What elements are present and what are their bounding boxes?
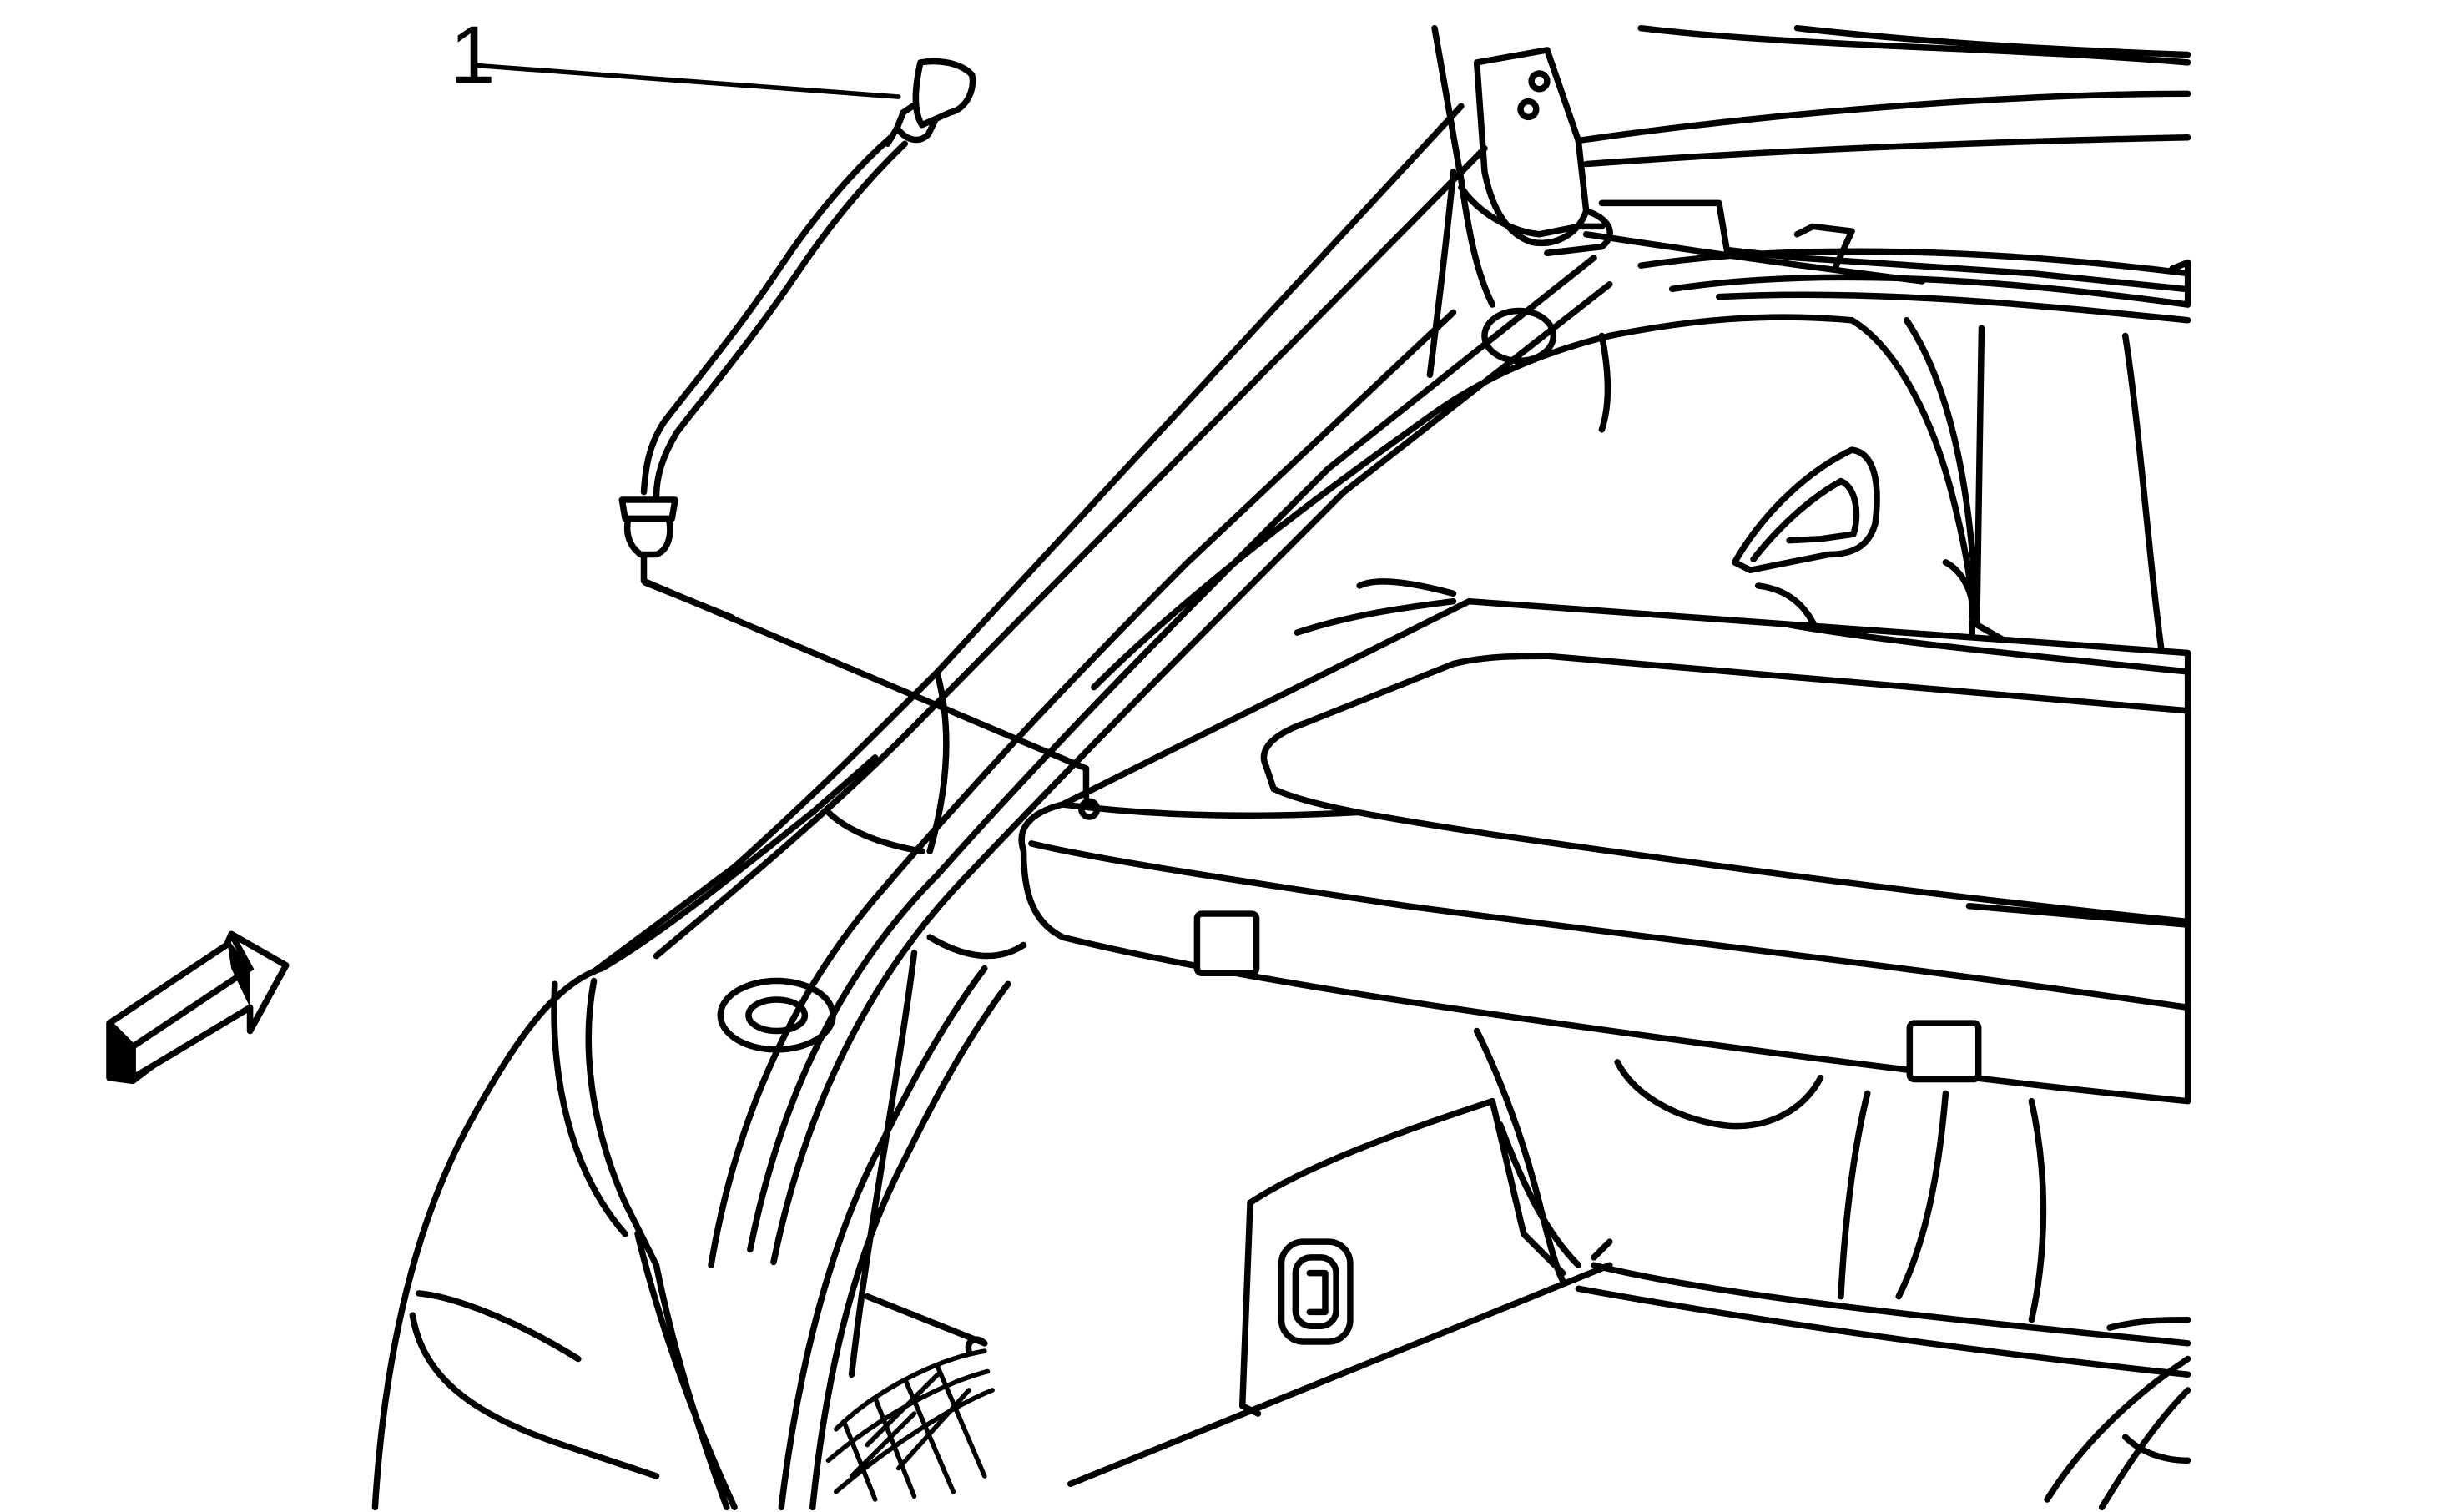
antenna-cable-assembly bbox=[618, 58, 1090, 800]
body-grommet bbox=[717, 977, 836, 1053]
roof-header bbox=[1575, 24, 2191, 324]
cargo-cover bbox=[1018, 597, 2191, 1105]
d-pillar-weatherstrip bbox=[590, 103, 1613, 1511]
cargo-net bbox=[825, 1293, 995, 1502]
cargo-tie-down bbox=[1278, 1238, 1354, 1345]
callout-1: 1 bbox=[450, 9, 901, 100]
rear-quarter-body bbox=[371, 754, 879, 1511]
callout-1-label: 1 bbox=[450, 9, 495, 100]
rear-seat bbox=[1473, 1027, 2047, 1323]
cargo-side-trim bbox=[1067, 1097, 2191, 1511]
liftgate-hinge bbox=[1426, 24, 1613, 378]
view-direction-arrow-icon bbox=[106, 930, 290, 1085]
interior-door-handle bbox=[1731, 446, 1880, 573]
